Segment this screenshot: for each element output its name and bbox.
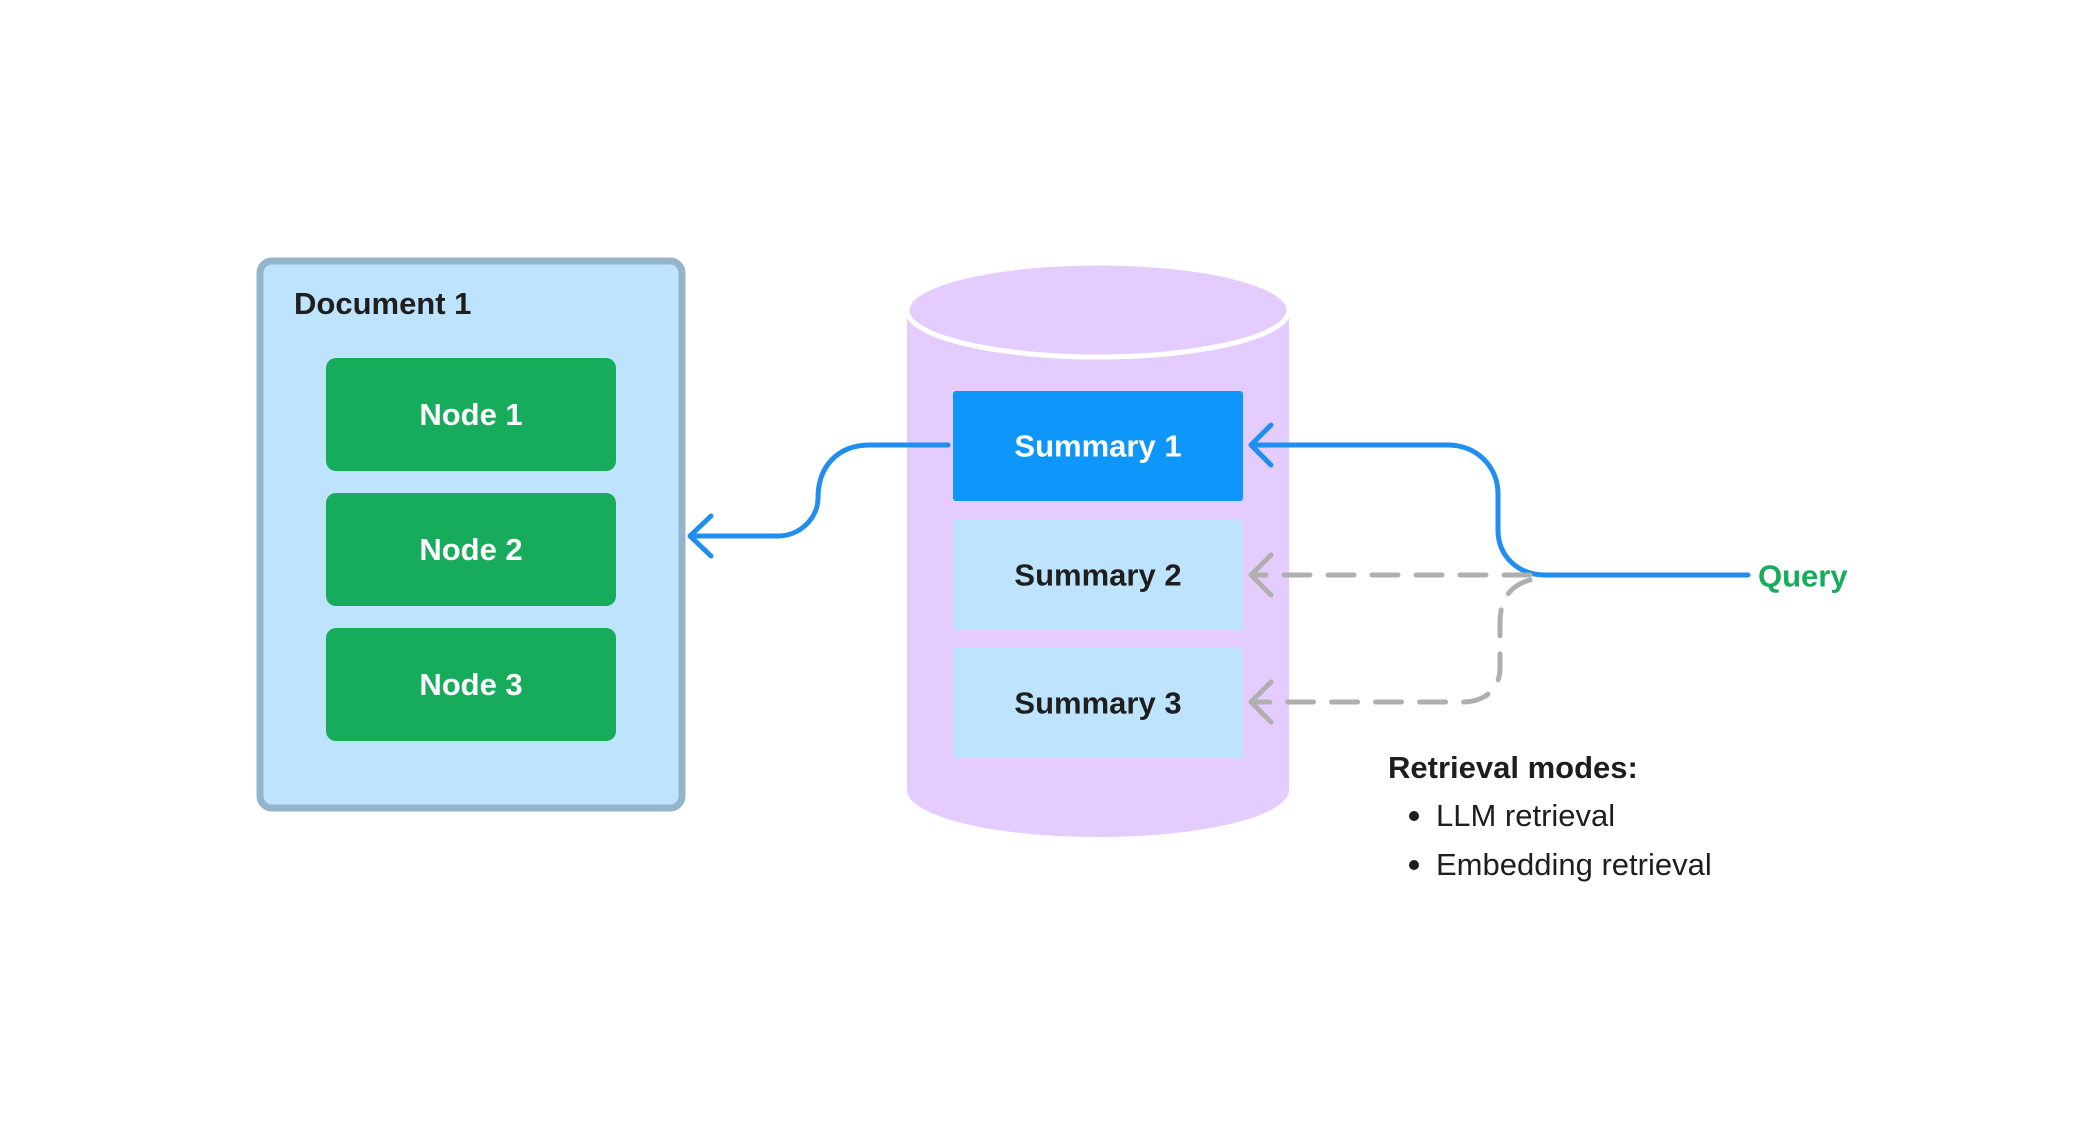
bullet-icon bbox=[1409, 860, 1419, 870]
node-label: Node 2 bbox=[419, 532, 522, 567]
summary-item: Summary 2 bbox=[953, 520, 1243, 630]
summary-item: Summary 3 bbox=[953, 648, 1243, 758]
retrieval-mode-item: LLM retrieval bbox=[1436, 798, 1615, 833]
summary-label: Summary 3 bbox=[1014, 686, 1181, 721]
document-title: Document 1 bbox=[294, 286, 471, 321]
retrieval-modes-heading: Retrieval modes: bbox=[1388, 750, 1638, 785]
summary-to-document-arrow bbox=[689, 442, 951, 539]
document-node: Node 2 bbox=[326, 493, 616, 606]
summary-label: Summary 2 bbox=[1014, 558, 1181, 593]
node-label: Node 3 bbox=[419, 667, 522, 702]
node-label: Node 1 bbox=[419, 397, 522, 432]
retrieval-mode-item: Embedding retrieval bbox=[1436, 847, 1712, 882]
query-label: Query bbox=[1758, 559, 1848, 594]
summary-label: Summary 1 bbox=[1014, 429, 1181, 464]
query-to-summary-inactive-arrow bbox=[1250, 577, 1533, 705]
document-node: Node 1 bbox=[326, 358, 616, 471]
arrowhead-icon bbox=[1248, 679, 1274, 725]
summary-item-active: Summary 1 bbox=[953, 391, 1243, 501]
arrowhead-icon bbox=[1248, 422, 1274, 468]
bullet-icon bbox=[1409, 811, 1419, 821]
arrowhead-icon bbox=[687, 513, 714, 559]
query-to-summary-active-arrow bbox=[1250, 442, 1751, 578]
document-node: Node 3 bbox=[326, 628, 616, 741]
arrowhead-icon bbox=[1248, 552, 1274, 598]
